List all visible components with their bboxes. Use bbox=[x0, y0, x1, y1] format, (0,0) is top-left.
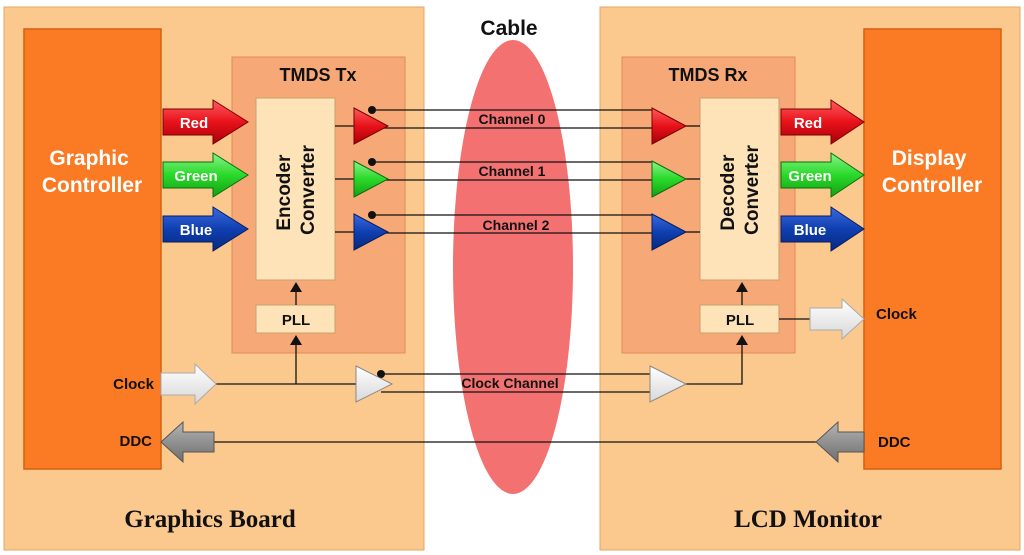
decoder-label-line-1: Decoder bbox=[718, 154, 739, 231]
cable-label: Cable bbox=[480, 17, 537, 40]
tx-pll-block bbox=[255, 304, 336, 334]
encoder-converter-label: Encoder Converter bbox=[274, 145, 319, 235]
rx-clock-arrow bbox=[809, 297, 865, 341]
blue-output-label: Blue bbox=[794, 222, 827, 239]
green-input-arrow bbox=[162, 152, 249, 198]
cable-ellipse bbox=[453, 40, 573, 494]
graphics-board-title: Graphics Board bbox=[124, 506, 296, 533]
decoder-label-line-2: Converter bbox=[742, 145, 763, 235]
tx-ddc-label: DDC bbox=[120, 433, 153, 450]
rx-ddc-arrow bbox=[815, 420, 865, 464]
green-output-label: Green bbox=[788, 168, 831, 185]
tmds-tx-label: TMDS Tx bbox=[279, 65, 356, 85]
rx-receiver-channel-0 bbox=[651, 107, 688, 145]
lcd-monitor-title: LCD Monitor bbox=[734, 506, 882, 533]
rx-receiver-channel-1 bbox=[651, 160, 688, 198]
tx-clock-arrow bbox=[160, 362, 217, 406]
encoder-label-line-1: Encoder bbox=[274, 154, 295, 231]
channel-0-label: Channel 0 bbox=[479, 111, 546, 127]
graphic-controller-line-2: Controller bbox=[42, 174, 142, 197]
clock-channel-label: Clock Channel bbox=[461, 375, 558, 391]
pll-arrowheads bbox=[290, 282, 748, 345]
display-controller-line-2: Controller bbox=[882, 174, 982, 197]
encoder-converter-block bbox=[255, 97, 336, 281]
graphic-controller-label: Graphic Controller bbox=[42, 147, 142, 197]
red-input-label: Red bbox=[180, 115, 208, 132]
graphic-controller-line-1: Graphic bbox=[49, 147, 129, 170]
svg-text:Decoder Converter: Decoder Converter bbox=[718, 145, 763, 235]
tx-driver-channel-2 bbox=[353, 213, 390, 251]
wire-bullets bbox=[368, 106, 385, 378]
rx-receiver-channel-2 bbox=[651, 213, 688, 251]
channel-wires bbox=[183, 109, 820, 443]
svg-text:Encoder Converter: Encoder Converter bbox=[274, 145, 319, 235]
blue-output-arrow bbox=[780, 206, 865, 252]
tx-driver-clock bbox=[355, 365, 394, 403]
red-output-arrow bbox=[780, 99, 865, 145]
tx-driver-channel-1 bbox=[353, 160, 390, 198]
tx-ddc-arrow bbox=[160, 420, 215, 464]
display-controller-line-1: Display bbox=[892, 147, 967, 170]
channel-2-label: Channel 2 bbox=[483, 217, 550, 233]
channel-1-label: Channel 1 bbox=[479, 163, 546, 179]
red-output-label: Red bbox=[794, 115, 822, 132]
rx-receiver-clock bbox=[649, 365, 688, 403]
decoder-converter-label: Decoder Converter bbox=[718, 145, 763, 235]
tx-driver-channel-0 bbox=[353, 107, 390, 145]
tx-pll-label: PLL bbox=[282, 312, 310, 329]
tx-clock-label: Clock bbox=[113, 376, 155, 393]
rx-clock-label: Clock bbox=[876, 306, 918, 323]
green-input-label: Green bbox=[174, 168, 217, 185]
rx-ddc-label: DDC bbox=[878, 434, 911, 451]
display-controller-block bbox=[863, 28, 1002, 470]
tmds-rx-label: TMDS Rx bbox=[668, 65, 747, 85]
blue-input-arrow bbox=[162, 206, 249, 252]
rx-pll-label: PLL bbox=[726, 312, 754, 329]
encoder-label-line-2: Converter bbox=[298, 145, 319, 235]
decoder-converter-block bbox=[699, 97, 780, 281]
blue-input-label: Blue bbox=[180, 222, 213, 239]
green-output-arrow bbox=[780, 152, 865, 198]
red-input-arrow bbox=[162, 99, 249, 145]
display-controller-label: Display Controller bbox=[882, 147, 982, 197]
rx-pll-block bbox=[699, 304, 780, 334]
graphic-controller-block bbox=[23, 28, 162, 470]
